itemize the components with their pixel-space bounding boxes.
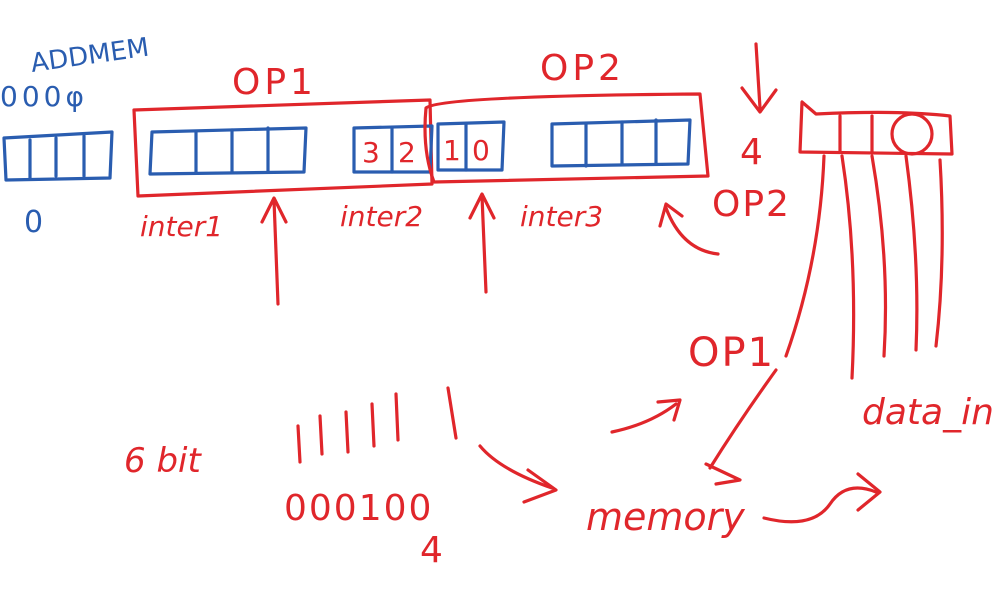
op1-to-memory-line	[704, 368, 778, 486]
data-in-label: data_in	[862, 392, 994, 433]
op2-title: OP2	[540, 48, 625, 89]
four-bottom: 4	[420, 530, 443, 571]
memory-label: memory	[586, 495, 745, 539]
inter3-label: inter3	[520, 200, 603, 233]
bit-tally-marks	[296, 386, 458, 464]
addmem-bits: 000φ	[0, 80, 88, 113]
inter3-cells-right	[550, 118, 692, 168]
inter1-cells	[148, 126, 308, 176]
inter3-cells-left	[436, 120, 506, 172]
op2-box	[423, 92, 710, 184]
four-top: 4	[740, 132, 763, 173]
inter2-label: inter2	[340, 200, 423, 233]
op1-title: OP1	[232, 62, 317, 103]
op1-lower-arrow	[610, 398, 682, 434]
op2-curved-arrow	[658, 202, 720, 256]
cell-2: 2	[398, 136, 416, 169]
data-in-wires	[784, 154, 944, 380]
addmem-zero: 0	[24, 205, 43, 240]
data-in-register	[798, 100, 954, 156]
down-arrow-top	[740, 42, 778, 114]
arrow-memory-out	[762, 472, 882, 524]
addmem-label: ADDMEM	[29, 33, 151, 79]
op2-right-label: OP2	[712, 184, 791, 225]
arrow-inter2-up	[468, 192, 496, 294]
inter1-label: inter1	[140, 210, 223, 243]
addmem-register	[2, 130, 114, 182]
arrow-binary-to-memory	[478, 444, 558, 504]
op1-lower-label: OP1	[688, 330, 775, 376]
cell-0: 0	[472, 134, 490, 167]
arrow-inter1-up	[260, 196, 288, 306]
cell-3: 3	[362, 136, 380, 169]
op1-box	[132, 98, 434, 198]
six-bit-label: 6 bit	[124, 441, 202, 481]
binary-value: 000100	[284, 488, 433, 529]
cell-1: 1	[443, 134, 461, 167]
